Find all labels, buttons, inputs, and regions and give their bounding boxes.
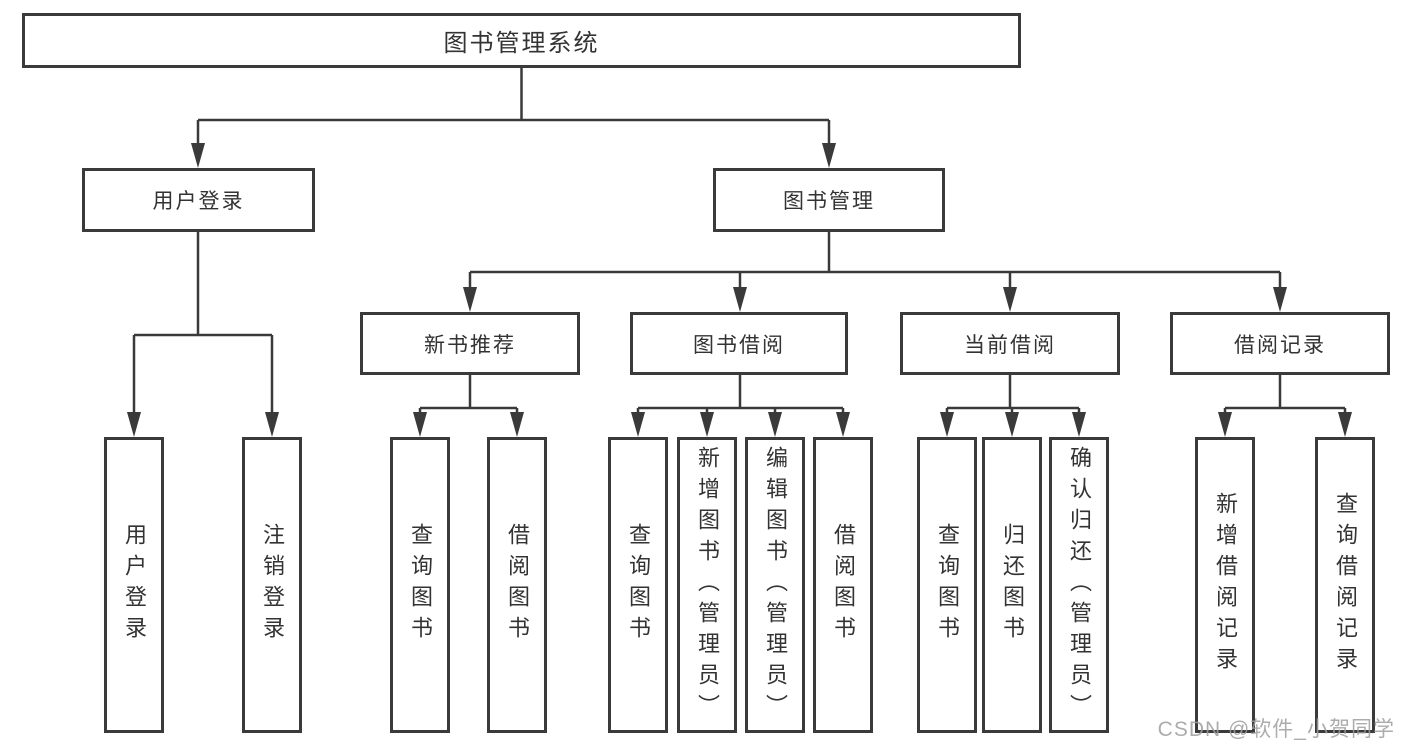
leaf-edit-book-admin: 编辑图书（管理员）: [745, 437, 805, 733]
node-label: 当前借阅: [964, 333, 1056, 357]
leaf-user-login: 用户登录: [104, 437, 164, 733]
leaf-add-borrow-record: 新增借阅记录: [1195, 437, 1255, 733]
leaf-label: 确认归还（管理员）: [1067, 445, 1092, 725]
node-label: 新书推荐: [424, 333, 516, 357]
node-label: 借阅记录: [1234, 333, 1326, 357]
leaf-label: 查询图书: [626, 523, 651, 647]
leaf-label: 新增借阅记录: [1213, 492, 1238, 678]
leaf-label: 查询图书: [935, 523, 960, 647]
node-label: 图书管理: [783, 190, 875, 213]
leaf-logout: 注销登录: [242, 437, 302, 733]
leaf-query-borrow-record: 查询借阅记录: [1315, 437, 1375, 733]
node-book-management: 图书管理: [713, 168, 945, 232]
node-new-book-recommend: 新书推荐: [360, 312, 580, 375]
leaf-label: 归还图书: [1000, 523, 1025, 647]
leaf-query-books-2: 查询图书: [608, 437, 668, 733]
leaf-query-books-1: 查询图书: [390, 437, 450, 733]
leaf-label: 用户登录: [122, 523, 147, 647]
leaf-query-books-3: 查询图书: [917, 437, 977, 733]
arrowheads: [127, 143, 1352, 437]
node-label: 图书管理系统: [443, 30, 600, 57]
leaf-borrow-books-2: 借阅图书: [813, 437, 873, 733]
node-current-borrowing: 当前借阅: [900, 312, 1120, 375]
node-label: 图书借阅: [693, 333, 785, 357]
leaf-label: 注销登录: [260, 523, 285, 647]
leaf-confirm-return-admin: 确认归还（管理员）: [1049, 437, 1109, 733]
leaf-label: 查询图书: [408, 523, 433, 647]
leaf-label: 借阅图书: [505, 523, 530, 647]
leaf-label: 新增图书（管理员）: [695, 445, 720, 725]
leaf-label: 借阅图书: [831, 523, 856, 647]
leaf-borrow-books-1: 借阅图书: [487, 437, 547, 733]
leaf-add-book-admin: 新增图书（管理员）: [677, 437, 737, 733]
leaf-return-books: 归还图书: [982, 437, 1042, 733]
node-label: 用户登录: [152, 190, 245, 213]
node-user-login: 用户登录: [82, 168, 315, 232]
node-borrowing-records: 借阅记录: [1170, 312, 1390, 375]
leaf-label: 查询借阅记录: [1333, 492, 1358, 678]
leaf-label: 编辑图书（管理员）: [763, 445, 788, 725]
watermark-text: CSDN @软件_小贺同学: [1157, 718, 1395, 741]
node-book-borrowing: 图书借阅: [630, 312, 848, 375]
node-library-management-system: 图书管理系统: [22, 13, 1021, 68]
